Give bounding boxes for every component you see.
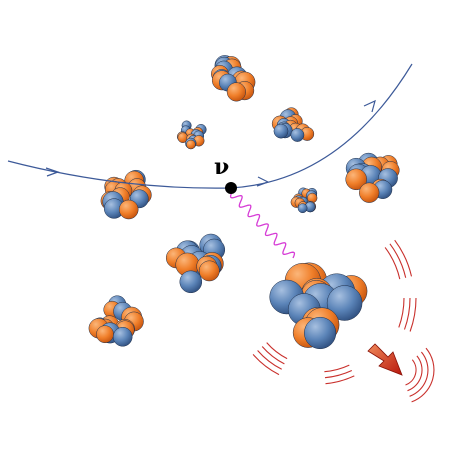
vibration-arc [409, 351, 429, 397]
vibration-arc [389, 243, 407, 278]
neutron-ball [273, 123, 289, 139]
vibration-arc [394, 239, 413, 277]
vibration-arc [384, 247, 401, 280]
proton-ball [359, 182, 380, 203]
neutron-ball [326, 285, 363, 321]
proton-ball [96, 325, 114, 344]
neutron-ball [290, 128, 305, 142]
recoil-vibration-arcs [252, 239, 435, 403]
vibration-arc [409, 297, 417, 332]
vibration-arc [325, 375, 355, 385]
nucleus-left [100, 169, 152, 220]
neutrino-particle [225, 182, 237, 194]
proton-ball [186, 139, 196, 150]
vibration-arc [324, 364, 350, 373]
proton-ball [118, 199, 139, 220]
exchange-boson-line [229, 191, 296, 259]
arrowhead-icon [45, 167, 60, 177]
vibration-arc [261, 346, 285, 365]
nucleus-right [345, 152, 400, 203]
neutron-ball [112, 327, 133, 347]
vibration-arc [398, 297, 405, 328]
proton-ball [226, 82, 246, 102]
vibration-arc [407, 355, 423, 392]
neutron-ball [179, 270, 203, 294]
neutron-ball [304, 316, 337, 350]
nucleus-top [211, 55, 256, 102]
arrowhead-icon [363, 99, 376, 113]
nucleus-center [165, 233, 226, 294]
nucleus-recoil [269, 262, 368, 350]
vibration-arc [257, 350, 282, 370]
vibration-arc [252, 354, 280, 376]
vibration-arc [266, 342, 288, 360]
nucleus-lower-left [88, 295, 144, 347]
neutrino-symbol: ν [214, 154, 229, 180]
proton-ball [345, 168, 367, 191]
vibration-arc [405, 359, 417, 386]
arrowhead-icon [256, 176, 270, 187]
vibration-arc [403, 297, 411, 330]
neutron-ball [297, 203, 308, 214]
vibration-arc [324, 370, 353, 379]
red-arrow-icon [367, 343, 403, 376]
nuclei-layer [88, 55, 400, 350]
nucleus-small-right [290, 187, 318, 214]
proton-ball [198, 260, 220, 282]
vibration-arc [411, 347, 435, 403]
nucleus-upper-right [271, 107, 315, 142]
nucleus-small-left [176, 120, 207, 150]
